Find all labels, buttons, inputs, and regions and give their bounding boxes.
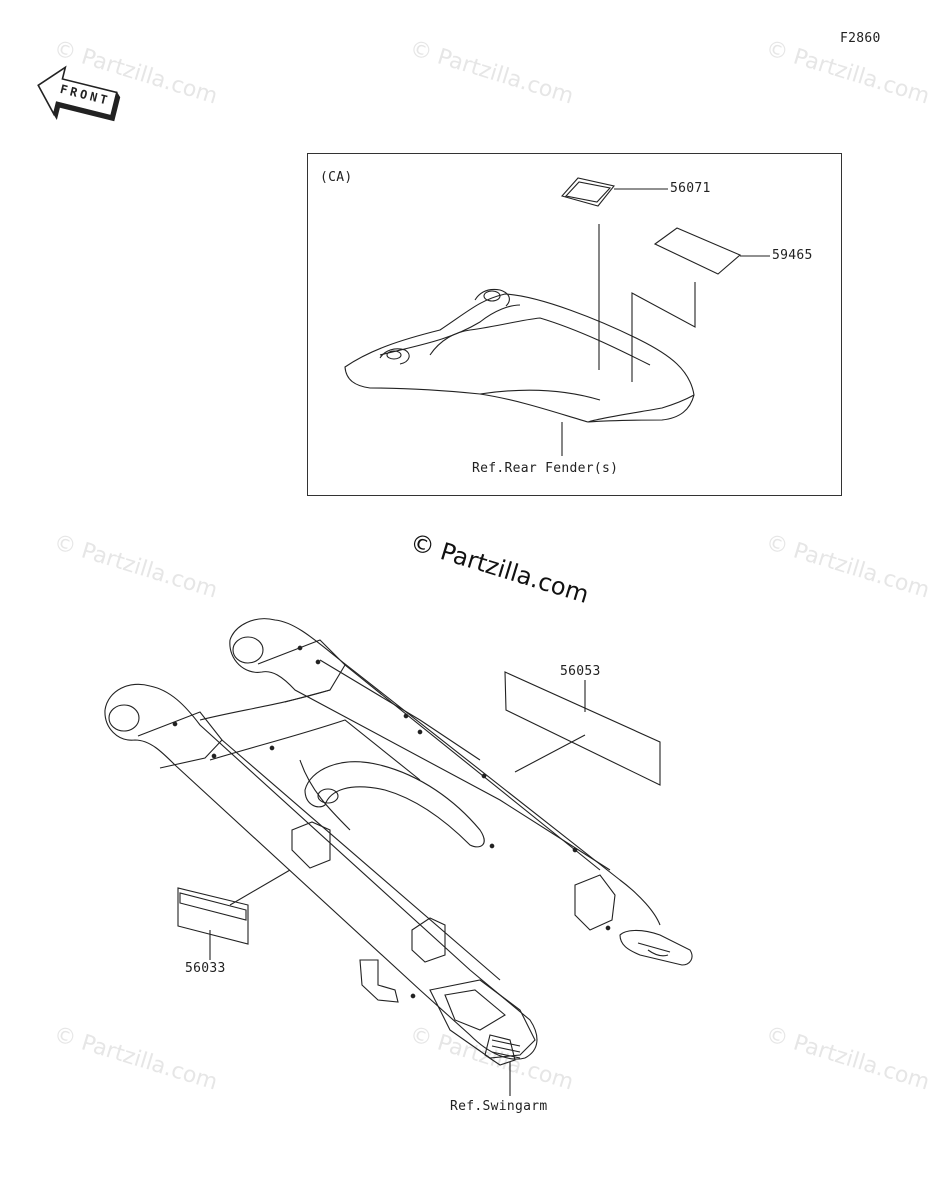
- ref-rear-fender: Ref.Rear Fender(s): [472, 461, 619, 476]
- figure-code: F2860: [840, 31, 881, 46]
- inset-label: (CA): [320, 170, 353, 185]
- callout-56053: 56053: [560, 664, 601, 679]
- inset-frame: [307, 153, 842, 496]
- callout-59465: 59465: [772, 248, 813, 263]
- callout-56071: 56071: [670, 181, 711, 196]
- ref-swingarm: Ref.Swingarm: [450, 1099, 548, 1114]
- callout-56033: 56033: [185, 961, 226, 976]
